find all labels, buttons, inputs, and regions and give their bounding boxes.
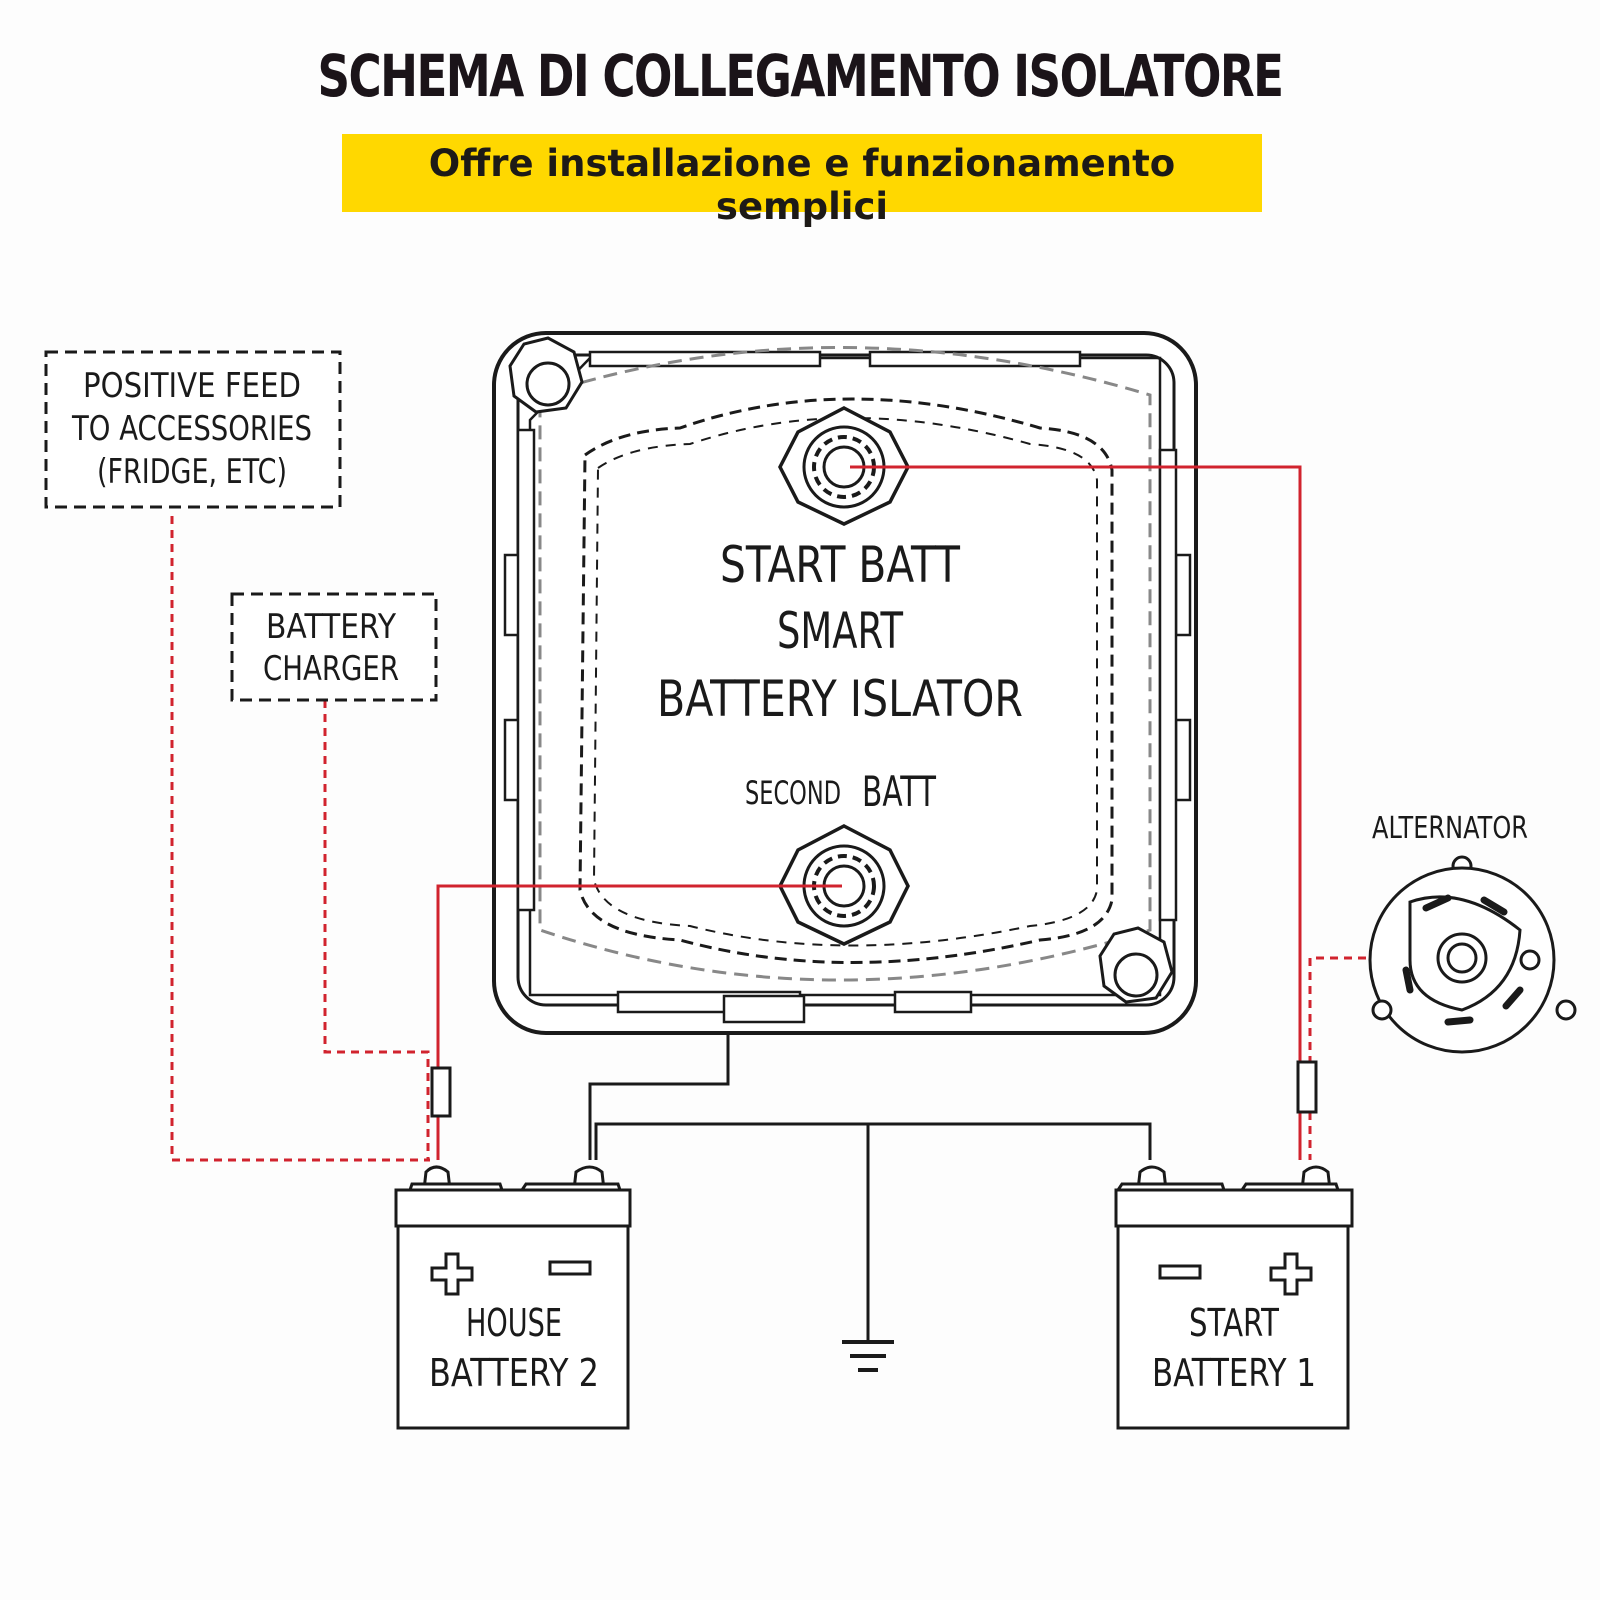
smart-label: SMART [777, 602, 903, 660]
start-battery-icon [1114, 1165, 1354, 1430]
positive-feed-box: POSITIVE FEED TO ACCESSORIES (FRIDGE, ET… [44, 350, 342, 509]
minus-icon [548, 1260, 592, 1276]
house-battery-line-1: HOUSE [466, 1301, 562, 1345]
second-label: SECOND [745, 774, 841, 812]
minus-icon [1158, 1264, 1202, 1280]
isolator-device: START BATT SMART BATTERY ISLATOR SECOND … [492, 331, 1198, 1035]
positive-feed-line-1: POSITIVE FEED [83, 366, 301, 406]
positive-feed-line-3: (FRIDGE, ETC) [97, 452, 287, 492]
house-battery-icon [394, 1165, 632, 1430]
fuse-icon [1296, 1060, 1318, 1114]
bolt-icon [1098, 926, 1174, 1004]
plus-icon [430, 1252, 474, 1296]
start-batt-label: START BATT [720, 536, 960, 594]
battery-charger-line-1: BATTERY [266, 607, 396, 647]
page-title: SCHEMA DI COLLEGAMENTO ISOLATORE [317, 42, 1284, 110]
accessory-wires [170, 516, 1366, 1162]
positive-feed-line-2: TO ACCESSORIES [71, 409, 312, 449]
isolator-name-label: BATTERY ISLATOR [657, 670, 1023, 728]
second-batt-terminal-icon [778, 824, 910, 946]
house-battery-line-2: BATTERY 2 [429, 1351, 599, 1395]
start-battery-line-1: START [1189, 1301, 1280, 1345]
fuse-icon [430, 1066, 452, 1118]
ground-icon [842, 1340, 894, 1372]
alternator-icon [1368, 855, 1577, 1054]
plus-icon [1269, 1252, 1313, 1296]
subtitle-banner: Offre installazione e funzionamento semp… [342, 134, 1262, 228]
battery-charger-line-2: CHARGER [263, 649, 399, 689]
alternator-label: ALTERNATOR [1372, 811, 1528, 846]
batt-label: BATT [862, 767, 936, 816]
page-subtitle: Offre installazione e funzionamento semp… [428, 142, 1176, 228]
start-battery-line-2: BATTERY 1 [1152, 1351, 1316, 1395]
battery-charger-box: BATTERY CHARGER [230, 592, 438, 702]
bolt-icon [508, 336, 584, 414]
ground-wires [588, 1022, 1152, 1340]
